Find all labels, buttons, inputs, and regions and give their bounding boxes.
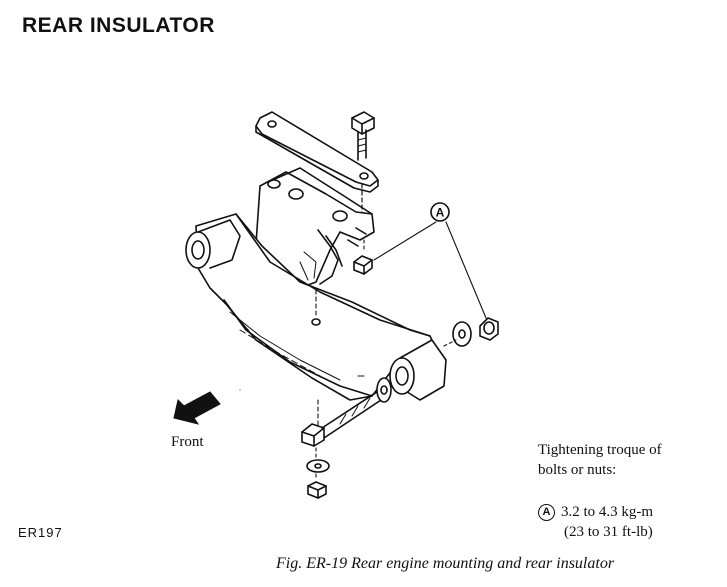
top-bracket-plate bbox=[255, 111, 379, 193]
callout-leaders bbox=[239, 221, 487, 391]
callout-a-badge: A bbox=[538, 504, 555, 521]
callout-a-text: A bbox=[436, 206, 445, 220]
front-arrow-icon bbox=[173, 391, 221, 425]
mounting-bracket bbox=[255, 167, 375, 289]
figure-code: ER197 bbox=[18, 525, 63, 540]
page-title: REAR INSULATOR bbox=[22, 14, 215, 37]
lower-washer-stack bbox=[306, 399, 330, 499]
torque-spec-imperial: (23 to 31 ft-lb) bbox=[564, 524, 653, 540]
torque-note: Tightening troque of bolts or nuts: A 3.2… bbox=[538, 440, 662, 540]
cross-member bbox=[185, 213, 447, 401]
callout-a-marker: A bbox=[430, 202, 450, 222]
right-washer-and-nut bbox=[443, 317, 499, 347]
torque-heading-line2: bolts or nuts: bbox=[538, 462, 617, 478]
front-direction-label: Front bbox=[171, 434, 204, 450]
through-bolt bbox=[301, 377, 392, 447]
torque-spec-metric-row: A 3.2 to 4.3 kg-m bbox=[538, 502, 653, 522]
torque-spec-metric: 3.2 to 4.3 kg-m bbox=[561, 504, 654, 520]
bracket-nut bbox=[353, 255, 373, 275]
torque-heading-line1: Tightening troque of bbox=[538, 442, 662, 458]
figure-caption: Fig. ER-19 Rear engine mounting and rear… bbox=[276, 555, 615, 572]
